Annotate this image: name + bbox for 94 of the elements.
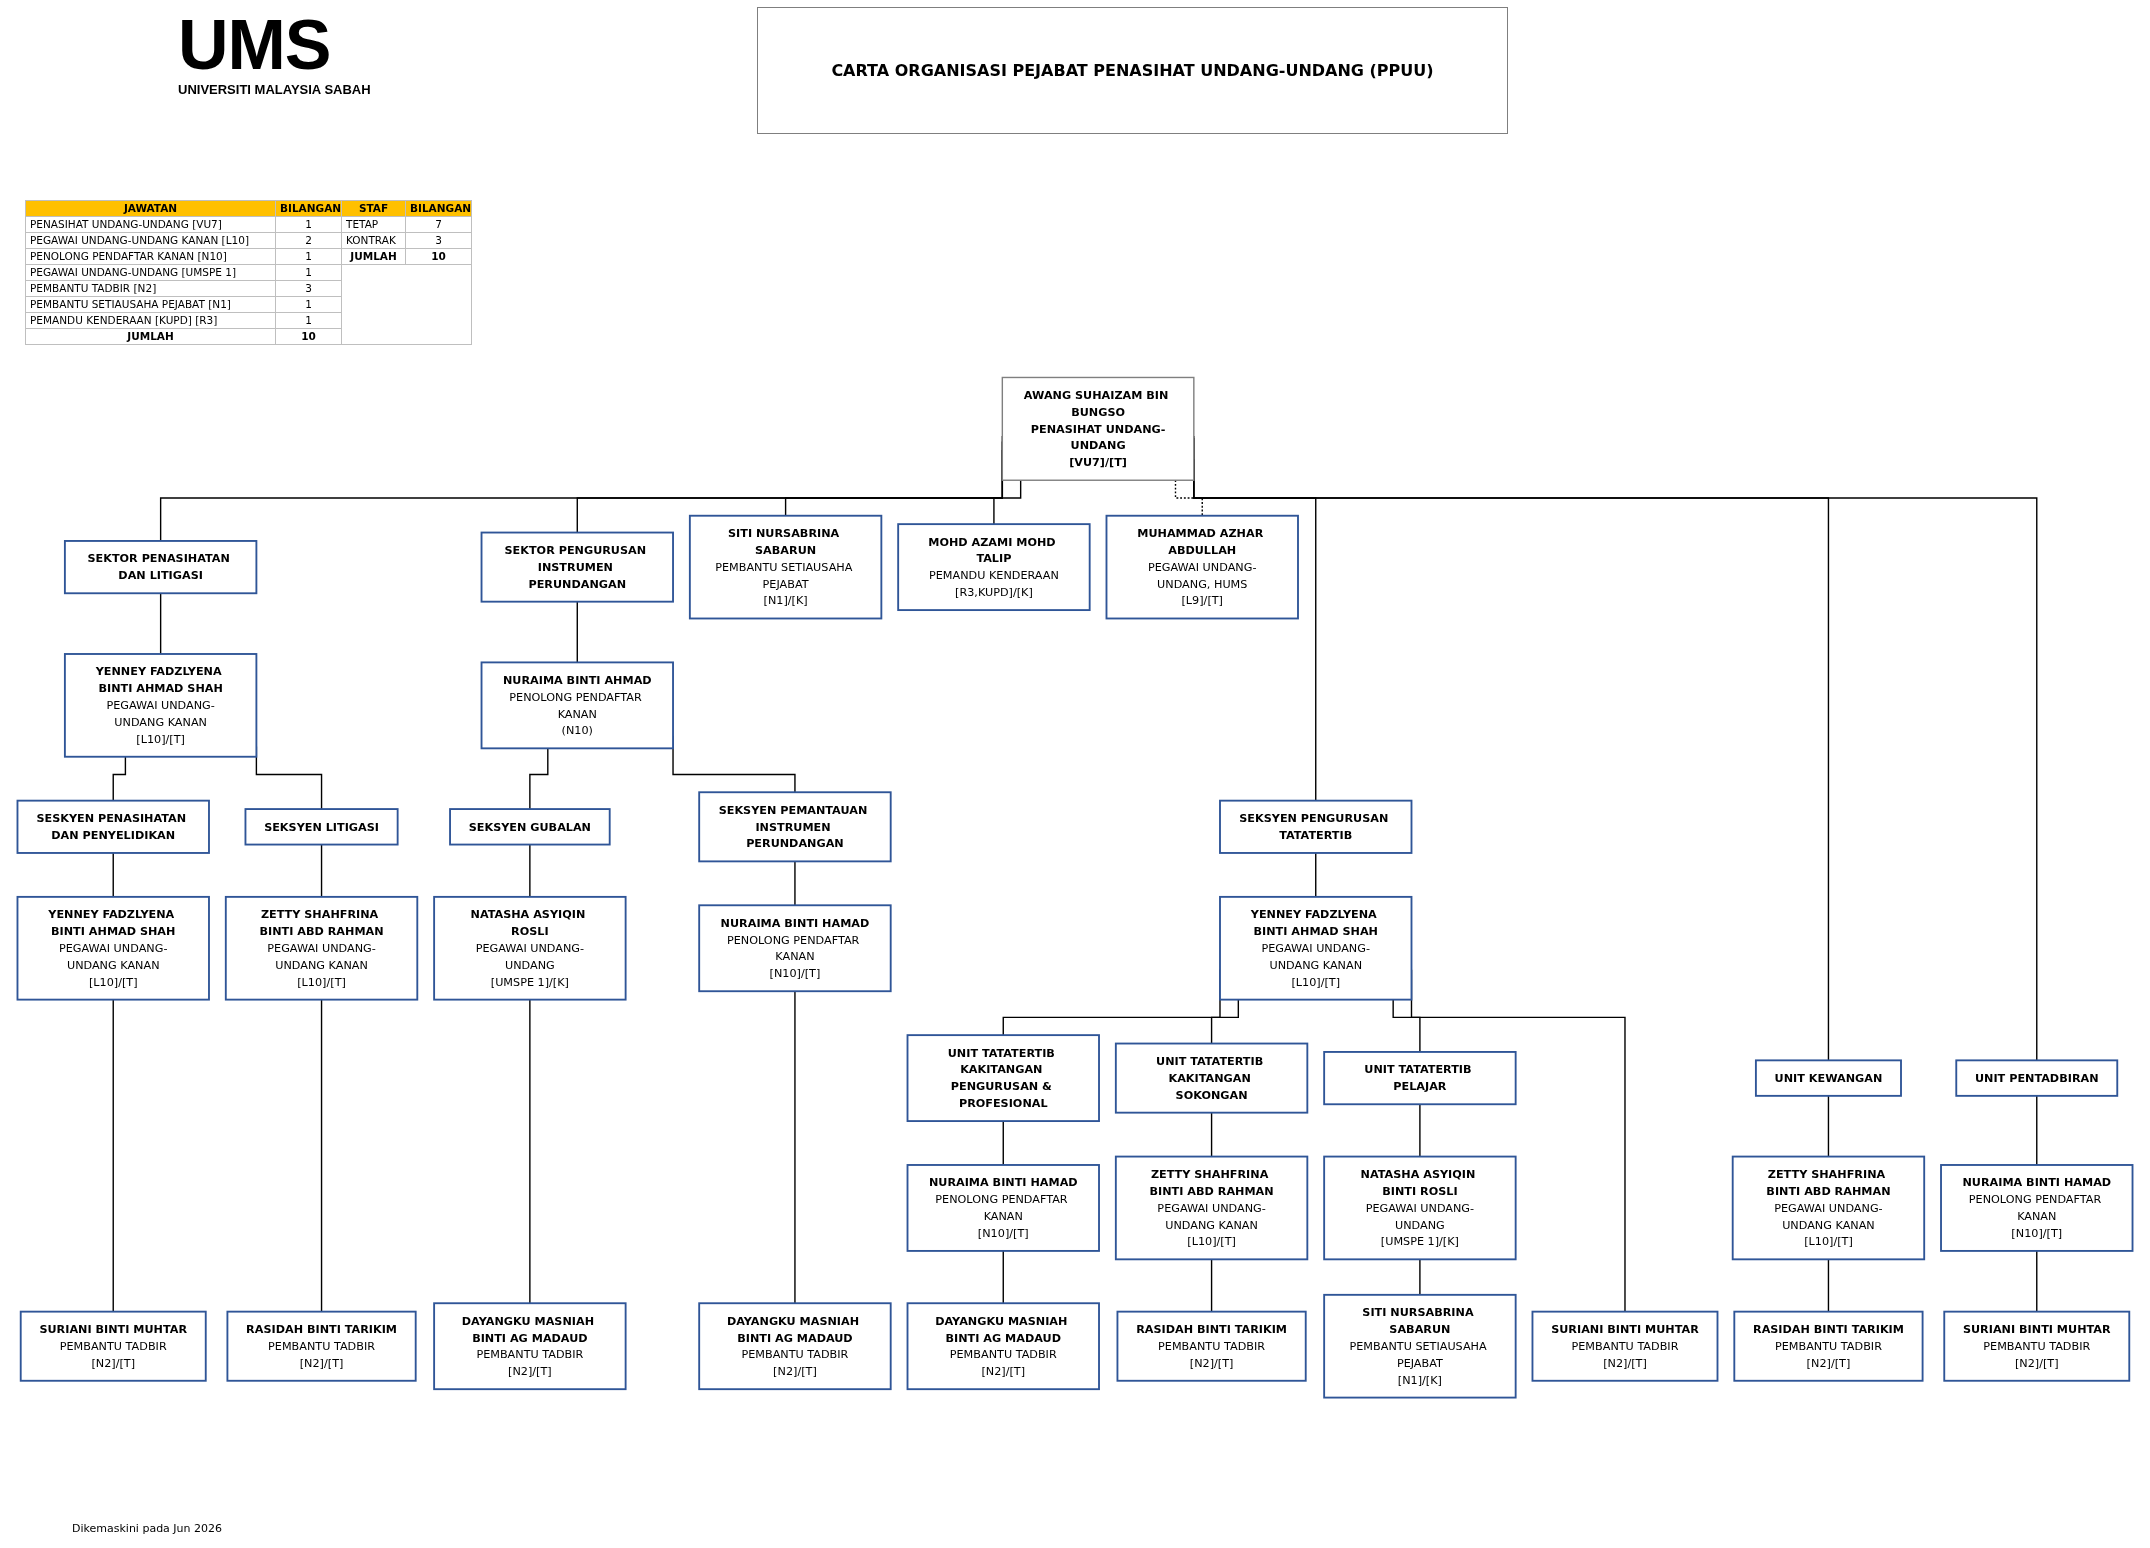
node-box: RASIDAH BINTI TARIKIM PEMBANTU TADBIR [N2]/[T] (1733, 1310, 1924, 1382)
connector (1392, 998, 1421, 1053)
connector (794, 990, 796, 1304)
node-box: YENNEY FADZLYENA BINTI AHMAD SHAH PEGAWAI UNDANG-UNDANG KANAN [L10]/[T] (16, 895, 210, 1001)
node-box: UNIT TATATERTIB PELAJAR (1323, 1051, 1517, 1106)
node-box: NURAIMA BINTI HAMAD PENOLONG PENDAFTAR KANAN [N10]/[T] (698, 904, 892, 993)
connector (2036, 1095, 2038, 1166)
table-cell: PEMBANTU TADBIR [N2] (26, 281, 276, 297)
node-box: YENNEY FADZLYENA BINTI AHMAD SHAH PEGAWAI UNDANG-UNDANG KANAN [L10]/[T] (63, 653, 258, 758)
table-cell: JUMLAH (342, 249, 406, 265)
table-cell: 7 (406, 217, 472, 233)
connector (112, 756, 127, 802)
table-cell: 3 (276, 281, 342, 297)
node-box: UNIT TATATERTIB KAKITANGAN PENGURUSAN & PROFESIONAL (906, 1034, 1100, 1122)
connector (529, 843, 531, 898)
update-note: Dikemaskini pada Jun 2026 (72, 1522, 223, 1535)
connector (2036, 1250, 2038, 1313)
connector (794, 860, 796, 906)
node-box: UNIT PENTADBIRAN (1955, 1059, 2119, 1097)
connector (159, 592, 162, 655)
node-box: RASIDAH BINTI TARIKIM PEMBANTU TADBIR [N2]/[T] (1116, 1310, 1307, 1382)
node-box: NURAIMA BINTI HAMAD PENOLONG PENDAFTAR KANAN [N10]/[T] (906, 1164, 1100, 1252)
table-cell: 2 (276, 233, 342, 249)
connector (529, 747, 549, 810)
table-cell: 1 (276, 313, 342, 329)
node-box: DAYANGKU MASNIAH BINTI AG MADAUD PEMBANTU TADBIR [N2]/[T] (433, 1302, 627, 1391)
table-cell: 1 (276, 297, 342, 313)
node-box: SEKSYEN PEMANTAUAN INSTRUMEN PERUNDANGAN (698, 791, 892, 863)
table-cell: PEGAWAI UNDANG-UNDANG [UMSPE 1] (26, 265, 276, 281)
connector (320, 843, 323, 898)
node-box: AWANG SUHAIZAM BIN BUNGSO PENASIHAT UNDANG-UNDANG [VU7]/[T] (1001, 376, 1195, 481)
table-cell: TETAP (342, 217, 406, 233)
table-cell: 1 (276, 249, 342, 265)
node-box: ZETTY SHAHFRINA BINTI ABD RAHMAN PEGAWAI UNDANG-UNDANG KANAN [L10]/[T] (224, 895, 419, 1001)
node-box: SURIANI BINTI MUHTAR PEMBANTU TADBIR [N2]/[T] (1531, 1310, 1719, 1382)
node-box: SURIANI BINTI MUHTAR PEMBANTU TADBIR [N2]/[T] (1943, 1310, 2131, 1382)
node-box: NATASHA ASYIQIN BINTI ROSLI PEGAWAI UNDANG-UNDANG [UMSPE 1]/[K] (1323, 1155, 1517, 1261)
connector (1002, 1250, 1004, 1304)
connector (1315, 852, 1317, 898)
connector (1002, 1120, 1004, 1166)
table-cell: 10 (276, 329, 342, 345)
table-header: STAF (342, 201, 406, 217)
node-box: ZETTY SHAHFRINA BINTI ABD RAHMAN PEGAWAI UNDANG-UNDANG KANAN [L10]/[T] (1114, 1155, 1309, 1261)
table-cell: 3 (406, 233, 472, 249)
table-cell: 1 (276, 217, 342, 233)
connector (112, 998, 114, 1313)
table-cell: KONTRAK (342, 233, 406, 249)
node-box: RASIDAH BINTI TARIKIM PEMBANTU TADBIR [N2]/[T] (226, 1310, 417, 1382)
table-header: JAWATAN (26, 201, 276, 217)
table-cell: JUMLAH (26, 329, 276, 345)
node-box: SEKTOR PENASIHATAN DAN LITIGASI (63, 540, 258, 595)
node-box: YENNEY FADZLYENA BINTI AHMAD SHAH PEGAWAI UNDANG-UNDANG KANAN [L10]/[T] (1219, 895, 1413, 1001)
connector (529, 998, 531, 1304)
table-cell: PEMANDU KENDERAAN [KUPD] [R3] (26, 313, 276, 329)
table-cell: PENOLONG PENDAFTAR KANAN [N10] (26, 249, 276, 265)
node-box: NATASHA ASYIQIN ROSLI PEGAWAI UNDANG-UNDANG [UMSPE 1]/[K] (433, 895, 627, 1001)
connector (112, 852, 114, 898)
node-box: SESKYEN PENASIHATAN DAN PENYELIDIKAN (16, 799, 210, 854)
table-header: BILANGAN (406, 201, 472, 217)
node-box: ZETTY SHAHFRINA BINTI ABD RAHMAN PEGAWAI UNDANG-UNDANG KANAN [L10]/[T] (1731, 1155, 1926, 1261)
node-box: DAYANGKU MASNIAH BINTI AG MADAUD PEMBANTU TADBIR [N2]/[T] (698, 1302, 892, 1391)
connector (1827, 1258, 1830, 1313)
node-box: SEKSYEN LITIGASI (244, 808, 399, 846)
table-cell: PEMBANTU SETIAUSAHA PEJABAT [N1] (26, 297, 276, 313)
connector (1210, 1111, 1213, 1158)
node-box: MUHAMMAD AZHAR ABDULLAH PEGAWAI UNDANG-UNDANG, HUMS [L9]/[T] (1105, 514, 1299, 620)
connector (993, 479, 1022, 525)
title: CARTA ORGANISASI PEJABAT PENASIHAT UNDANG-UNDANG (PPUU) (757, 7, 1508, 134)
node-box: SURIANI BINTI MUHTAR PEMBANTU TADBIR [N2]/[T] (19, 1310, 207, 1382)
node-box: DAYANGKU MASNIAH BINTI AG MADAUD PEMBANTU TADBIR [N2]/[T] (906, 1302, 1100, 1391)
node-box: UNIT TATATERTIB KAKITANGAN SOKONGAN (1114, 1042, 1309, 1114)
node-box: SEKSYEN GUBALAN (449, 808, 611, 846)
table-cell: PEGAWAI UNDANG-UNDANG KANAN [L10] (26, 233, 276, 249)
node-box: MOHD AZAMI MOHD TALIP PEMANDU KENDERAAN [R3,KUPD]/[K] (897, 523, 1091, 611)
node-box: SEKTOR PENGURUSAN INSTRUMEN PERUNDANGAN (480, 531, 674, 603)
node-box: SEKSYEN PENGURUSAN TATATERTIB (1219, 799, 1413, 854)
node-box: SITI NURSABRINA SABARUN PEMBANTU SETIAUSAHA PEJABAT [N1]/[K] (1323, 1293, 1517, 1399)
connector (320, 998, 323, 1313)
node-box: NURAIMA BINTI HAMAD PENOLONG PENDAFTAR KANAN [N10]/[T] (1940, 1164, 2134, 1252)
connector (1210, 998, 1240, 1045)
connector (1419, 1103, 1421, 1158)
table-cell: 1 (276, 265, 342, 281)
connector (576, 600, 578, 664)
table-header: BILANGAN (276, 201, 342, 217)
university-name: UNIVERSITI MALAYSIA SABAH (178, 82, 371, 98)
table-cell: PENASIHAT UNDANG-UNDANG [VU7] (26, 217, 276, 233)
connector (1210, 1258, 1213, 1313)
node-box: UNIT KEWANGAN (1754, 1059, 1902, 1097)
connector (1419, 1258, 1421, 1296)
table-cell: 10 (406, 249, 472, 265)
node-box: SITI NURSABRINA SABARUN PEMBANTU SETIAUSAHA PEJABAT [N1]/[K] (688, 514, 883, 620)
connector (1827, 1095, 1830, 1158)
node-box: NURAIMA BINTI AHMAD PENOLONG PENDAFTAR KANAN (N10) (480, 661, 674, 750)
university-acronym: UMS (178, 10, 332, 80)
